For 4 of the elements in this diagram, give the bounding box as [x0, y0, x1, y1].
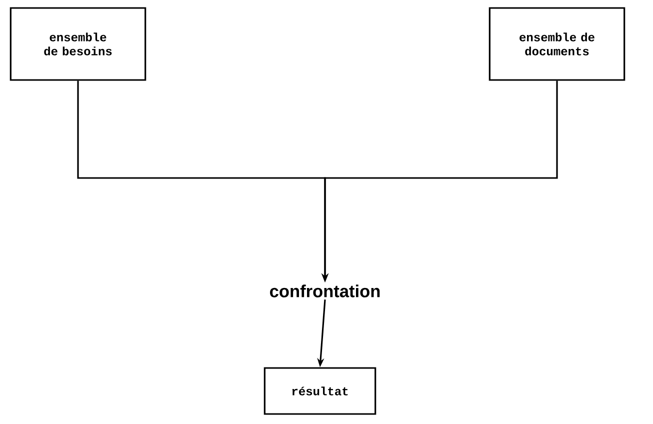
step-label: confrontation	[270, 284, 380, 298]
process-box: résultat	[264, 367, 376, 415]
process-box: ensemble de documents	[488, 7, 626, 81]
process-box: ensemble de besoins	[10, 7, 146, 81]
